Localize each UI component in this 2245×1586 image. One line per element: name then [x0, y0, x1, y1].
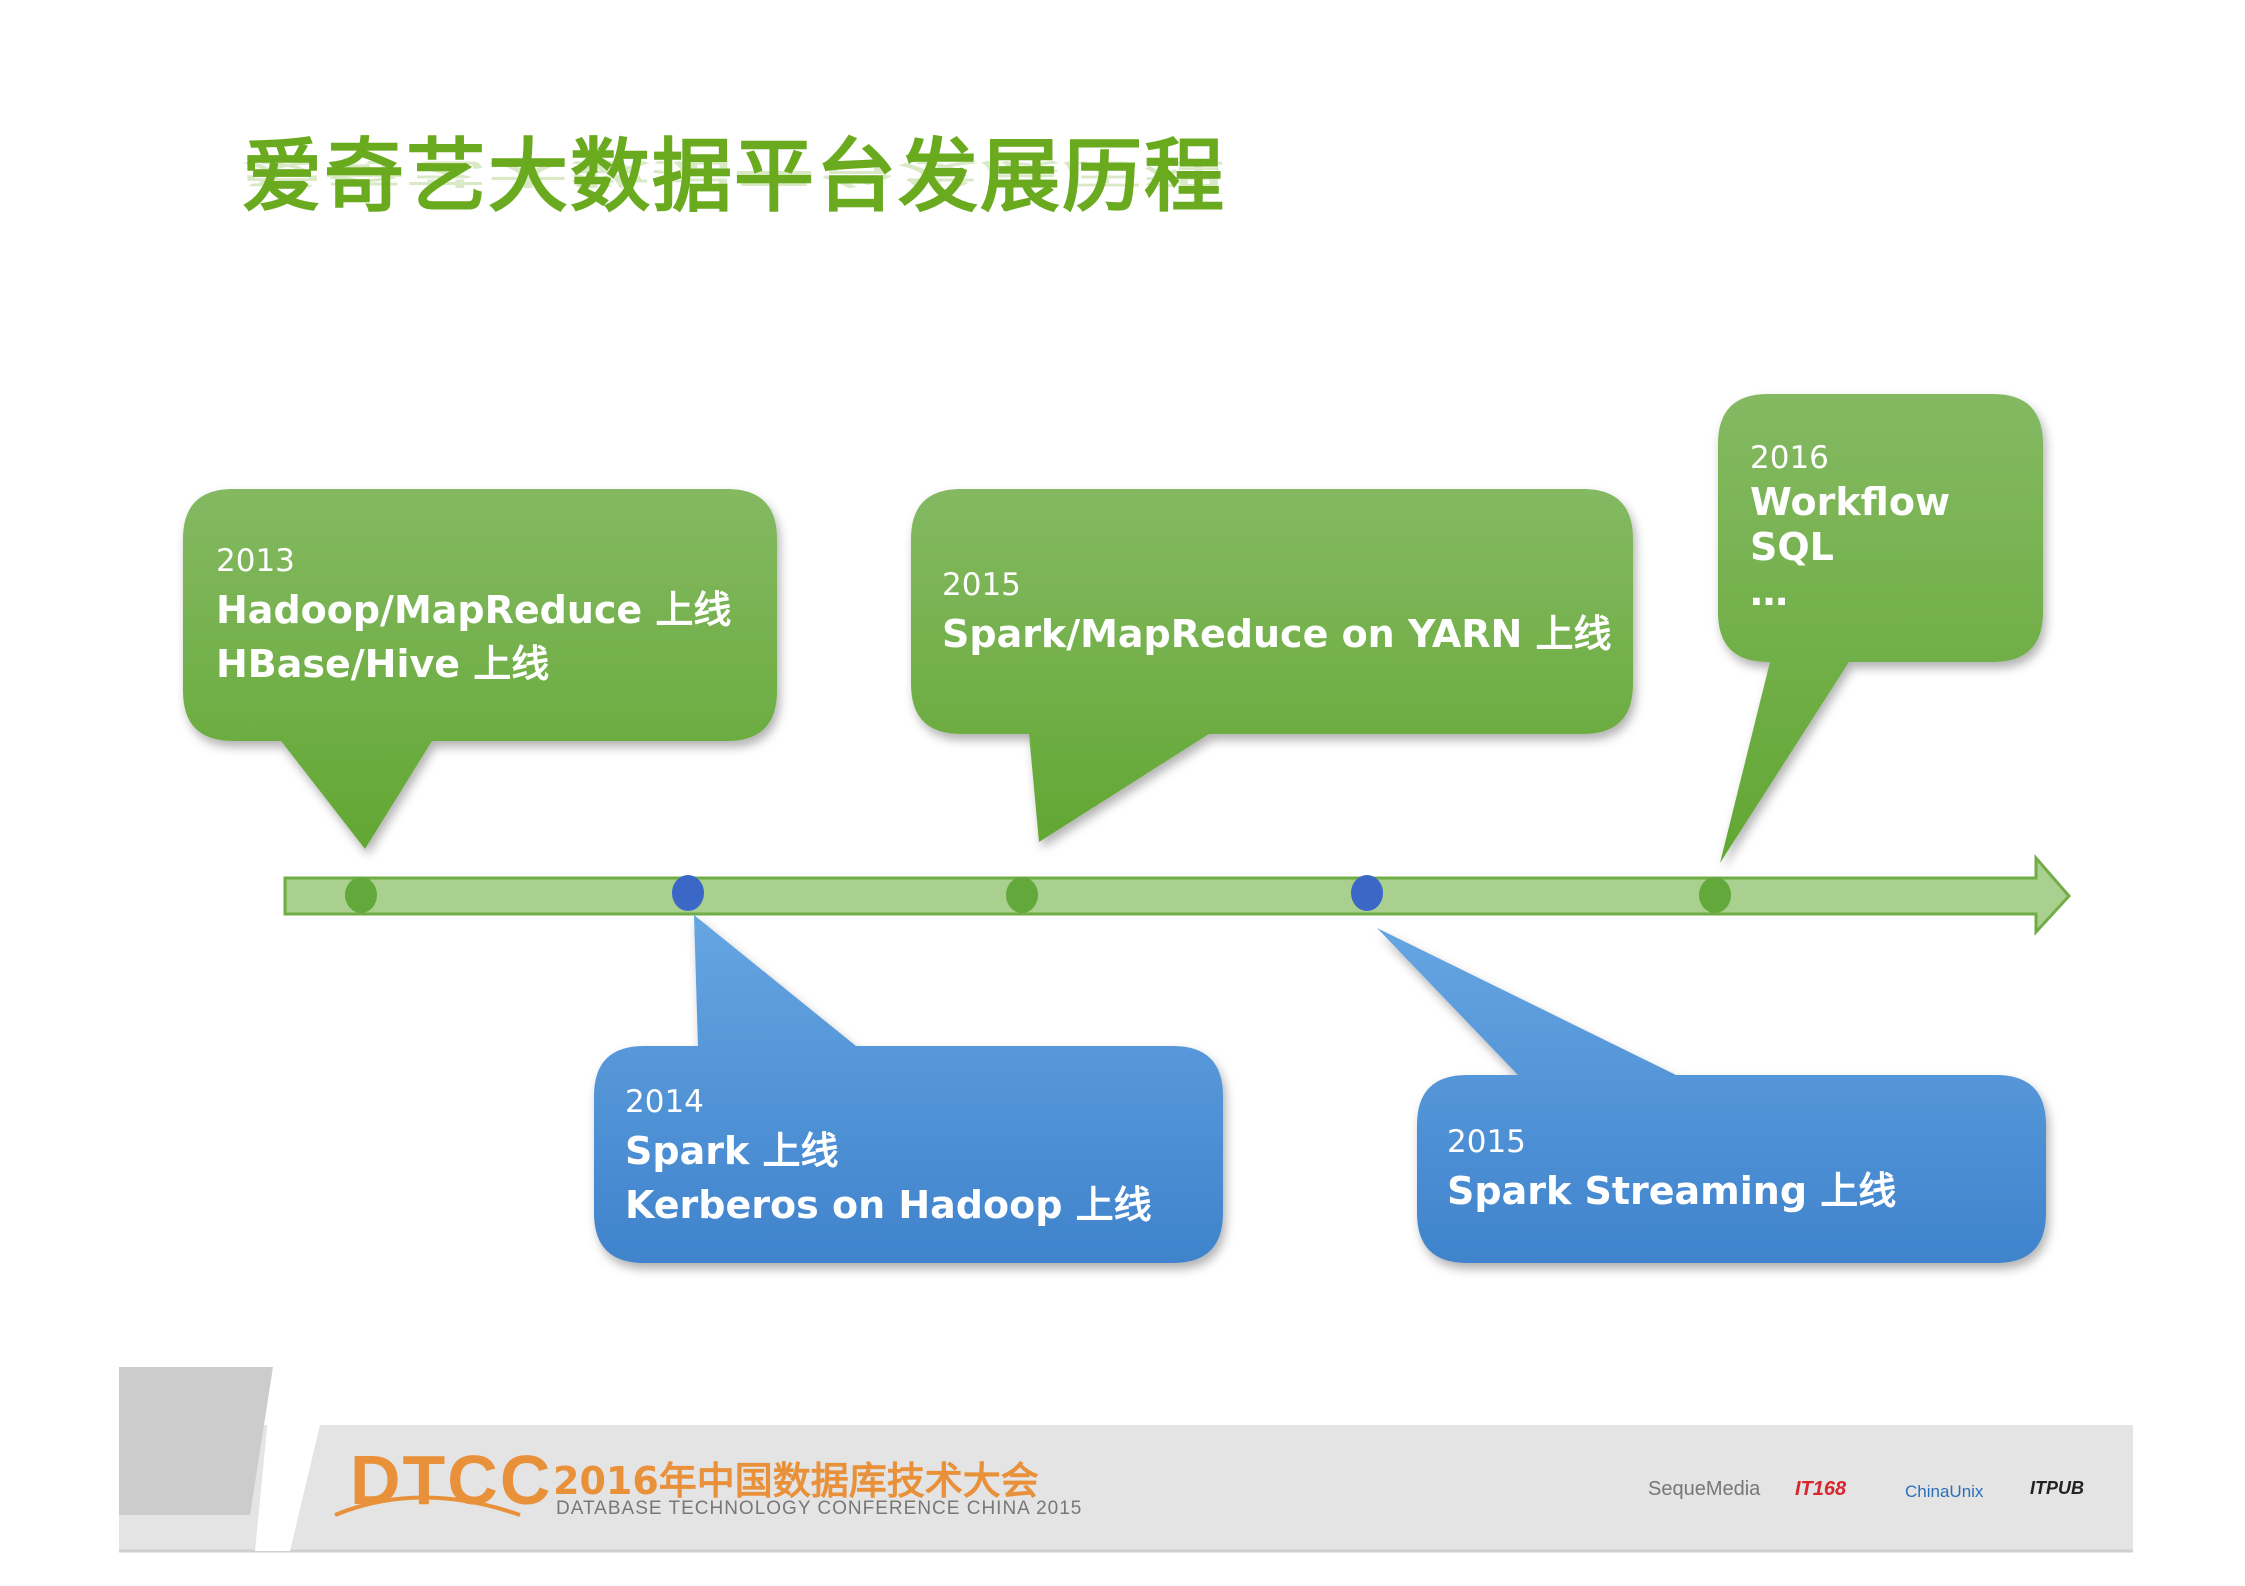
milestone-2013: 2013 Hadoop/MapReduce 上线 HBase/Hive 上线	[216, 539, 731, 691]
milestone-2016: 2016 Workflow SQL …	[1750, 436, 1950, 615]
conference-name-en: DATABASE TECHNOLOGY CONFERENCE CHINA 201…	[556, 1498, 1083, 1519]
callout-2013	[183, 489, 777, 849]
title-reflection: 爱奇艺大数据平台发展历程	[242, 157, 1226, 190]
timeline-arrow	[283, 853, 2072, 936]
milestone-year: 2014	[625, 1084, 704, 1120]
milestone-year: 2015	[942, 567, 1021, 603]
milestone-2015-yarn: 2015 Spark/MapReduce on YARN 上线	[942, 563, 1612, 661]
callout-2015-yarn	[911, 489, 1633, 842]
conference-name-cn: 2016年中国数据库技术大会	[553, 1459, 1039, 1503]
milestone-year: 2016	[1750, 440, 1829, 476]
milestone-line: Spark/MapReduce on YARN 上线	[942, 612, 1612, 656]
milestone-2014: 2014 Spark 上线 Kerberos on Hadoop 上线	[625, 1080, 1152, 1232]
milestone-year: 2013	[216, 543, 295, 579]
dot-2015-streaming	[1351, 875, 1383, 911]
milestone-line: Spark Streaming 上线	[1447, 1169, 1897, 1213]
milestone-line: …	[1750, 570, 1788, 614]
sponsor-itpub-logo: ITPUB	[2030, 1478, 2084, 1498]
callout-2015-streaming	[1377, 928, 2046, 1263]
dot-2016	[1699, 877, 1731, 913]
footer-banner	[119, 1367, 2133, 1553]
sponsor-chinaunix-logo: ChinaUnix	[1905, 1482, 1984, 1501]
timeline-dots	[345, 875, 1731, 913]
sponsor-it168-logo: IT168	[1795, 1478, 1847, 1500]
callout-2016	[1718, 394, 2043, 863]
milestone-line: Workflow	[1750, 480, 1951, 524]
milestone-2015-streaming: 2015 Spark Streaming 上线	[1447, 1120, 1896, 1218]
milestone-line: HBase/Hive 上线	[216, 642, 550, 686]
milestone-line: Kerberos on Hadoop 上线	[625, 1183, 1152, 1227]
milestone-line: Hadoop/MapReduce 上线	[216, 588, 732, 632]
sponsor-sequemedia-logo: SequeMedia	[1648, 1478, 1761, 1500]
milestone-line: Spark 上线	[625, 1129, 839, 1173]
dot-2013	[345, 877, 377, 913]
callout-2014	[594, 915, 1223, 1263]
milestone-year: 2015	[1447, 1124, 1526, 1160]
dot-2014	[672, 875, 704, 911]
dtcc-logo: DTCC	[350, 1441, 553, 1519]
milestone-line: SQL	[1750, 525, 1834, 569]
dot-2015-yarn	[1006, 877, 1038, 913]
page-title: 爱奇艺大数据平台发展历程	[242, 130, 1226, 223]
